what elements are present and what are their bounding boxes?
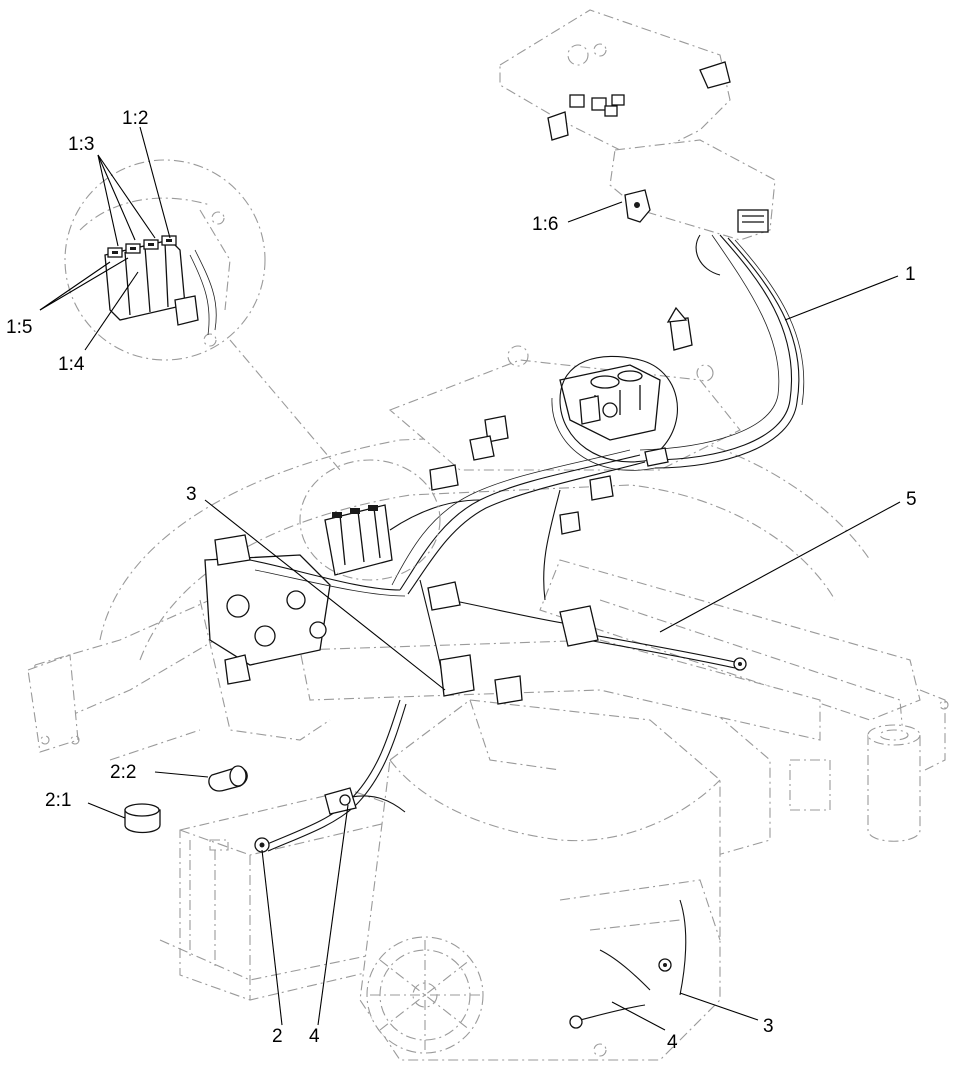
callout-5: 5 [906,489,917,510]
callout-1-6: 1:6 [532,214,558,235]
callout-4-left: 4 [309,1026,320,1047]
part-2-1-cap [124,803,161,834]
leader-lines [39,126,901,1031]
part-2-2-boot [208,765,248,792]
relay-bank [324,464,459,576]
cable-3-engine [569,899,687,1029]
callout-2: 2 [272,1026,283,1047]
callout-2-2: 2:2 [110,762,136,783]
callout-1-4: 1:4 [58,354,85,375]
battery-outline [159,789,421,1001]
callout-2-1: 2:1 [45,790,71,811]
callout-3-bottom: 3 [763,1016,774,1037]
callout-1-2: 1:2 [122,108,148,129]
wire-5-ground-harness [559,605,747,671]
callout-1-3: 1:3 [68,134,94,155]
callout-1: 1 [905,264,916,285]
callout-1-5: 1:5 [6,317,32,338]
detail-view-relays [64,159,441,581]
callout-3-top: 3 [186,484,197,505]
callout-4-right: 4 [667,1032,678,1053]
cable-4-ground [324,787,406,815]
chassis-frame [27,345,949,861]
valve-block-left [204,534,331,685]
callout-labels: 1 1:2 1:3 1:5 1:4 1:6 3 5 2:2 2:1 2 4 3 … [6,108,917,1053]
engine-outline [359,699,721,1061]
main-wire-harness [249,234,805,705]
control-panel [499,9,776,241]
